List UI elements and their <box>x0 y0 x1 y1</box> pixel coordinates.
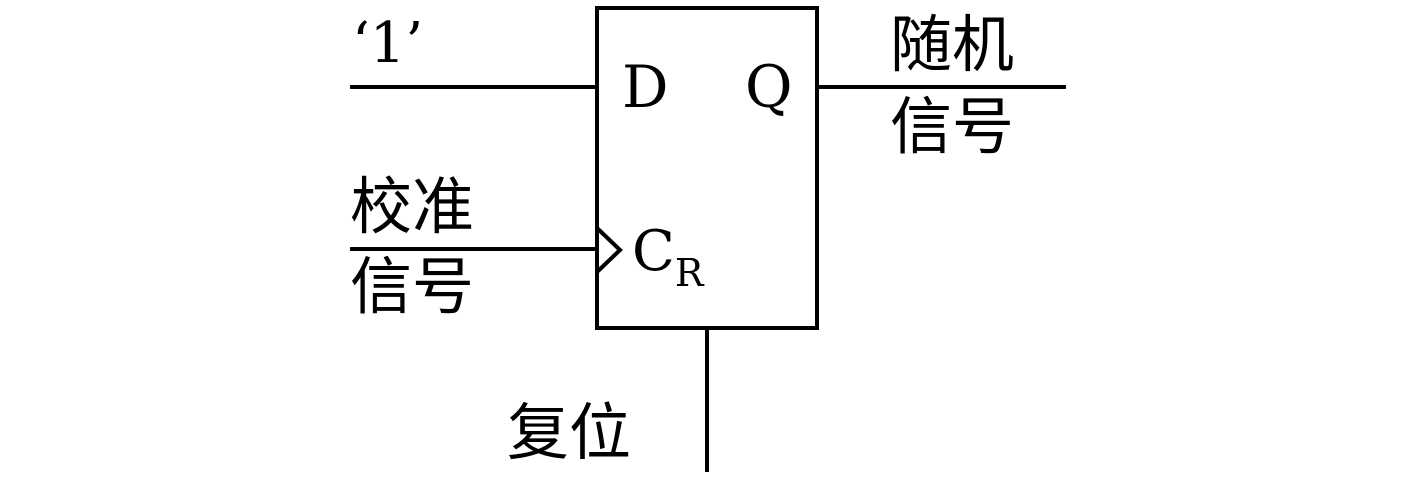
pin-q-label: Q <box>745 53 793 121</box>
clock-edge-triangle-icon <box>595 226 623 274</box>
pin-clock-main: C <box>632 219 675 284</box>
clock-label-line2: 信号 <box>350 250 474 323</box>
reset-label: 复位 <box>507 396 631 469</box>
q-output-label-line2: 信号 <box>890 90 1014 163</box>
pin-clock-label: CR <box>632 219 705 295</box>
d-input-label: ‘1’ <box>352 11 423 76</box>
pin-d-label: D <box>622 53 669 121</box>
q-output-label-line1: 随机 <box>890 8 1014 81</box>
pin-clock-subscript: R <box>675 251 705 295</box>
clock-label-line1: 校准 <box>350 170 474 243</box>
